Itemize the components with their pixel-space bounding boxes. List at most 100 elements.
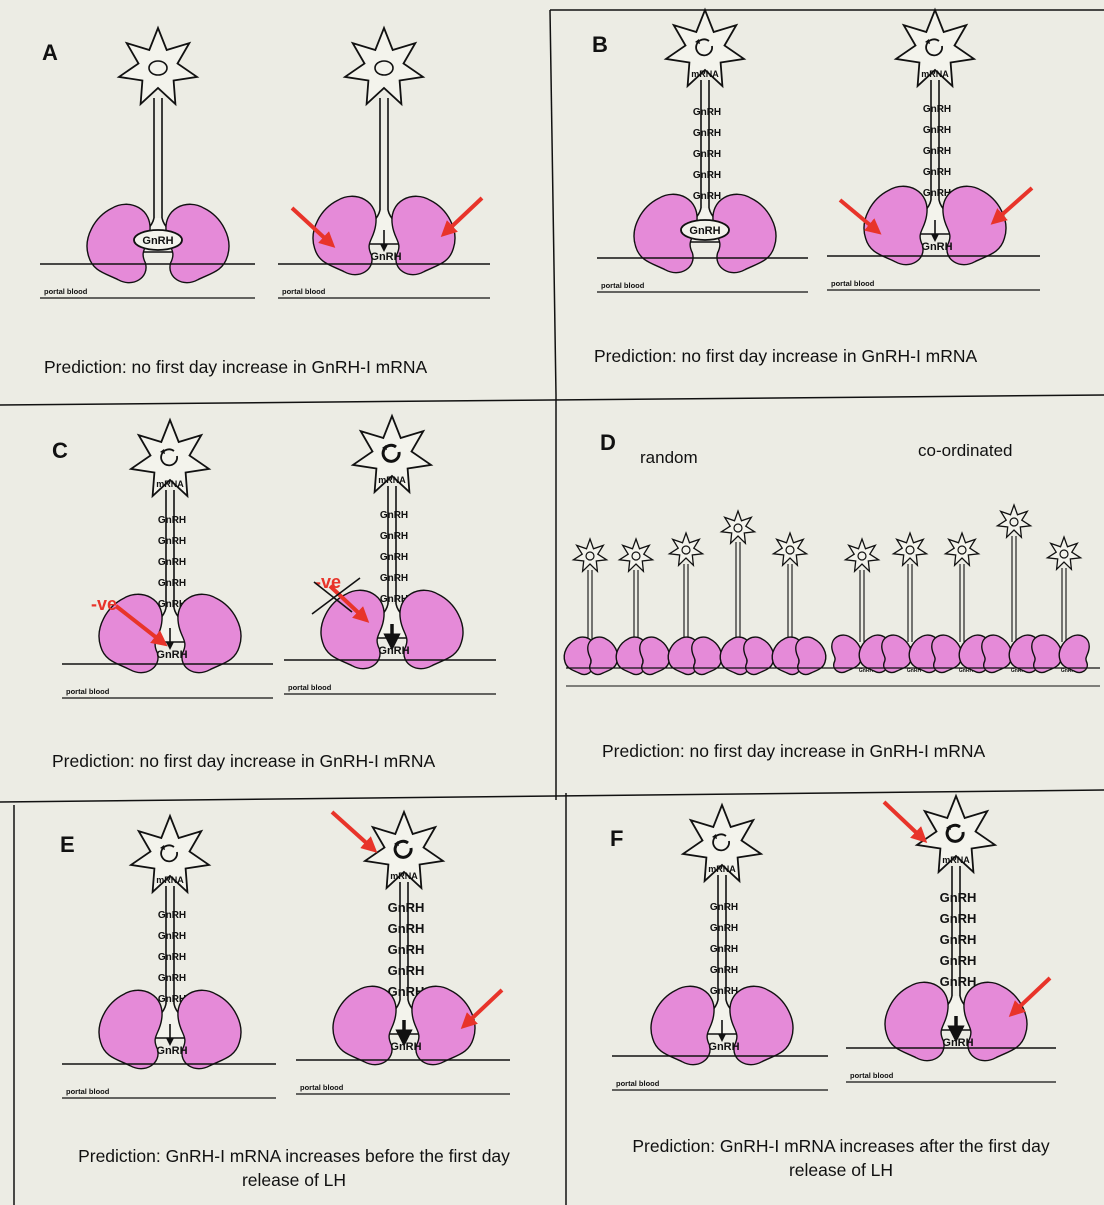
panel-c-neuron-2-release-label: GnRH: [378, 645, 409, 657]
panel-f-neuron-2-gnrh-stack-label: GnRH: [940, 974, 977, 989]
panel-e-neuron-1-mrna-label: mRNA: [156, 875, 184, 885]
panel-b-letter: B: [592, 32, 608, 58]
panel-b-prediction: Prediction: no first day increase in GnR…: [594, 345, 977, 369]
panel-d-lobe-left: [588, 637, 618, 674]
panel-e-neuron-2-lobe-left: [333, 986, 396, 1064]
panel-f-neuron-2-lobe-left-shape: [885, 982, 948, 1060]
panel-f-letter: F: [610, 826, 623, 852]
panel-b-neuron-1-gnrh-stack-label: GnRH: [693, 191, 721, 202]
panel-c-neuron-2-lobe-left-shape: [321, 590, 384, 668]
panel-e-neuron-1-gnrh-stack-label: GnRH: [158, 910, 186, 921]
panel-a-neuron-1-vesicle-label: GnRH: [142, 235, 173, 247]
panel-e-neuron-2-portal-label: portal blood: [300, 1083, 344, 1092]
panel-c-neuron-2-mrna-label: mRNA: [378, 475, 406, 485]
panel-e-neuron-2-gnrh-stack-label: GnRH: [388, 900, 425, 915]
panel-e-red-arrow-bottom: [466, 990, 502, 1024]
panel-b-neuron-2-gnrh-stack-label: GnRH: [923, 167, 951, 178]
panel-e-neuron-1-gnrh-stack-label: GnRH: [158, 973, 186, 984]
panel-e-prediction-line2: release of LH: [14, 1169, 574, 1193]
panel-d-soma: [997, 505, 1030, 537]
panel-e-neuron-1: mRNAGnRHGnRHGnRHGnRHGnRHGnRHportal blood: [62, 816, 276, 1098]
panel-e-neuron-1-release-label: GnRH: [156, 1045, 187, 1057]
panel-b-neuron-1-gnrh-stack-label: GnRH: [693, 128, 721, 139]
panel-a-letter: A: [42, 40, 58, 66]
panel-c-neuron-2: mRNAGnRHGnRHGnRHGnRHGnRHGnRHportal blood: [284, 416, 496, 694]
panel-e-neuron-1-portal-label: portal blood: [66, 1087, 110, 1096]
panel-e-neuron-1-gnrh-stack-label: GnRH: [158, 952, 186, 963]
panel-d-soma: [619, 539, 652, 571]
panel-a-prediction: Prediction: no first day increase in GnR…: [44, 356, 427, 380]
panel-c-neuron-1-portal-label: portal blood: [66, 687, 110, 696]
panel-d-lobe-right-shape: [932, 635, 962, 672]
panel-c-neg-label: -ve: [91, 594, 117, 614]
panel-a-neuron-1-soma: [119, 28, 197, 104]
divider-vertical-upper: [550, 10, 556, 395]
panel-d-lobe-right: [832, 635, 862, 672]
panel-f-neuron-1-mrna-label: mRNA: [708, 864, 736, 874]
panel-a-neuron-1: GnRHportal blood: [40, 28, 255, 298]
panel-a-red-arrow-right: [446, 198, 482, 232]
panel-f-neuron-1-lobe-left-shape: [651, 986, 714, 1064]
panel-c-neuron-1-gnrh-stack-label: GnRH: [158, 557, 186, 568]
panel-f-neuron-2-portal-label: portal blood: [850, 1071, 894, 1080]
panel-b-neuron-2-gnrh-stack-label: GnRH: [923, 125, 951, 136]
panel-f-neuron-2-lobe-left: [885, 982, 948, 1060]
panel-b-neuron-2-gnrh-stack-label: GnRH: [923, 104, 951, 115]
panel-e-neuron-2-gnrh-stack-label: GnRH: [388, 963, 425, 978]
panel-b-neuron-2-release-label: GnRH: [921, 241, 952, 253]
panel-f-red-arrow-top: [884, 802, 922, 838]
panel-d-lobe-left: [692, 637, 722, 674]
panel-c-neuron-2-gnrh-stack-label: GnRH: [380, 573, 408, 584]
panel-b-neuron-1-portal-label: portal blood: [601, 281, 645, 290]
panel-d-neurons: GnRHGnRHGnRHGnRHGnRHGnRH: [564, 505, 1100, 686]
panel-b-neuron-2-portal-label: portal blood: [831, 279, 875, 288]
panel-d-lobe-left-shape: [744, 637, 774, 674]
panel-c-neuron-2-gnrh-stack-label: GnRH: [380, 510, 408, 521]
panel-e-neuron-1-lobe-left-shape: [99, 990, 162, 1068]
panel-d-lobe-left: [640, 637, 670, 674]
panel-d-soma: [845, 539, 878, 571]
panel-d-lobe-right: [882, 635, 912, 672]
panel-c-neuron-1-release-label: GnRH: [156, 649, 187, 661]
panel-c-neuron-1: mRNAGnRHGnRHGnRHGnRHGnRHGnRHportal blood: [62, 420, 273, 698]
panel-d-soma: [945, 533, 978, 565]
panel-f-red-arrow-bottom: [1014, 978, 1050, 1012]
panel-e-prediction: Prediction: GnRH-I mRNA increases before…: [14, 1145, 574, 1192]
panel-b-neuron-2-gnrh-stack-label: GnRH: [923, 146, 951, 157]
panel-c-neuron-1-gnrh-stack-label: GnRH: [158, 536, 186, 547]
panel-d-soma: [893, 533, 926, 565]
panel-b-neuron-1-gnrh-stack-label: GnRH: [693, 149, 721, 160]
panel-e-neuron-1-gnrh-stack-label: GnRH: [158, 931, 186, 942]
panel-d-lobe-left-shape: [796, 637, 826, 674]
panel-d-random-label: random: [640, 448, 698, 468]
panel-c-neuron-2-gnrh-stack-label: GnRH: [380, 552, 408, 563]
panel-a-neuron-2-portal-label: portal blood: [282, 287, 326, 296]
panel-f-prediction: Prediction: GnRH-I mRNA increases after …: [576, 1135, 1104, 1182]
panel-f-neuron-2-mrna-label: mRNA: [942, 855, 970, 865]
panel-d-prediction: Prediction: no first day increase in GnR…: [602, 740, 985, 764]
panel-b-neuron-2-mrna-label: mRNA: [921, 69, 949, 79]
panel-b-neuron-1-vesicle-label: GnRH: [689, 225, 720, 237]
panel-e-red-arrow-top: [332, 812, 372, 848]
panel-f-prediction-line2: release of LH: [576, 1159, 1104, 1183]
divider-horizontal-2: [0, 790, 1104, 802]
panel-f-neuron-1-lobe-left: [651, 986, 714, 1064]
panel-c-neuron-2-lobe-left: [321, 590, 384, 668]
panel-f-neuron-1-portal-label: portal blood: [616, 1079, 660, 1088]
panel-e-neuron-2-release-label: GnRH: [390, 1041, 421, 1053]
panel-c-neg-label-2: -ve: [315, 572, 341, 592]
panel-c-letter: C: [52, 438, 68, 464]
panel-d-soma: [669, 533, 702, 565]
panel-c-neuron-2-gnrh-stack-label: GnRH: [380, 531, 408, 542]
panel-d-lobe-right: [1032, 635, 1062, 672]
panel-c-neuron-1-gnrh-stack-label: GnRH: [158, 578, 186, 589]
panel-f-neuron-1-release-label: GnRH: [708, 1041, 739, 1053]
panel-d-soma: [573, 539, 606, 571]
panel-d-soma: [1047, 537, 1080, 569]
panel-d-soma: [721, 511, 754, 543]
panel-e-prediction-line1: Prediction: GnRH-I mRNA increases before…: [14, 1145, 574, 1169]
divider-horizontal-1: [0, 395, 1104, 405]
